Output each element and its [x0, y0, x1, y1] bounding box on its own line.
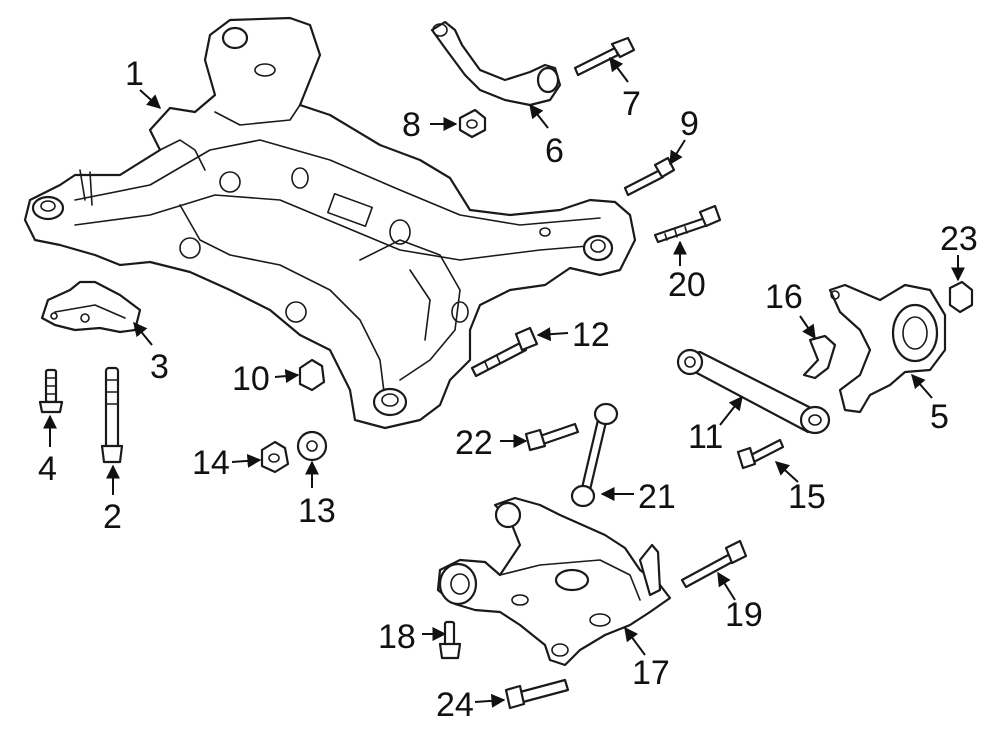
callout-1: 1 [125, 55, 144, 93]
callout-24: 24 [436, 686, 474, 724]
part-24-bolt[interactable] [504, 678, 570, 710]
part-23-nut[interactable] [948, 280, 974, 314]
callout-10: 10 [232, 360, 270, 398]
callout-15: 15 [788, 478, 826, 516]
part-22-bolt[interactable] [524, 422, 580, 452]
leader-7 [609, 56, 629, 83]
leader-19 [717, 571, 736, 601]
callout-21: 21 [638, 478, 676, 516]
leader-10 [274, 369, 300, 384]
leader-6 [529, 103, 549, 129]
part-14-nut[interactable] [260, 440, 290, 474]
part-19-bolt[interactable] [680, 539, 748, 589]
leader-17 [624, 626, 646, 656]
callout-20: 20 [668, 266, 706, 304]
part-6-control-arm[interactable] [430, 20, 562, 107]
leader-lines [43, 56, 965, 708]
callout-4: 4 [38, 450, 57, 488]
callout-7: 7 [622, 85, 641, 123]
part-2-long-bolt[interactable] [100, 366, 124, 464]
part-7-bolt[interactable] [573, 36, 636, 77]
callout-18: 18 [378, 618, 416, 656]
part-4-bolt[interactable] [38, 368, 64, 414]
part-5-knuckle[interactable] [828, 283, 947, 414]
leader-12 [536, 327, 569, 342]
part-21-link[interactable] [570, 402, 619, 508]
part-1-subframe[interactable] [23, 16, 637, 430]
callout-6: 6 [545, 132, 564, 170]
part-12-bolt[interactable] [470, 326, 539, 378]
leader-5 [911, 373, 933, 399]
callout-8: 8 [402, 106, 421, 144]
callout-5: 5 [930, 398, 949, 436]
callout-12: 12 [572, 316, 610, 354]
part-13-washer[interactable] [296, 430, 328, 462]
callout-11: 11 [688, 418, 723, 456]
part-11-lateral-arm[interactable] [676, 348, 831, 435]
leader-14 [231, 453, 262, 468]
leader-3 [133, 321, 153, 346]
part-8-nut[interactable] [458, 108, 487, 139]
callout-19: 19 [725, 596, 763, 634]
callout-13: 13 [298, 492, 336, 530]
callout-22: 22 [455, 424, 493, 462]
part-15-bolt[interactable] [736, 438, 785, 470]
leader-16 [799, 315, 816, 340]
callout-3: 3 [150, 348, 169, 386]
leader-11 [719, 395, 743, 426]
callout-14: 14 [192, 444, 230, 482]
part-3-bracket[interactable] [40, 280, 142, 334]
callout-9: 9 [680, 105, 699, 143]
leader-9 [669, 139, 686, 166]
callout-2: 2 [103, 498, 122, 536]
part-18-bolt[interactable] [438, 620, 462, 660]
callout-labels: 1 2 3 4 5 6 7 8 9 10 11 12 13 14 15 16 1… [38, 55, 978, 724]
callout-17: 17 [632, 654, 670, 692]
leader-1 [139, 89, 162, 109]
part-10-nut[interactable] [298, 358, 326, 392]
leader-15 [774, 461, 799, 483]
callout-16: 16 [765, 278, 803, 316]
part-9-bolt[interactable] [623, 156, 676, 197]
part-20-bolt[interactable] [653, 204, 722, 244]
part-16-bracket[interactable] [802, 334, 837, 380]
callout-23: 23 [940, 220, 978, 258]
part-17-lower-arm[interactable] [436, 496, 672, 667]
leader-24 [474, 693, 506, 708]
